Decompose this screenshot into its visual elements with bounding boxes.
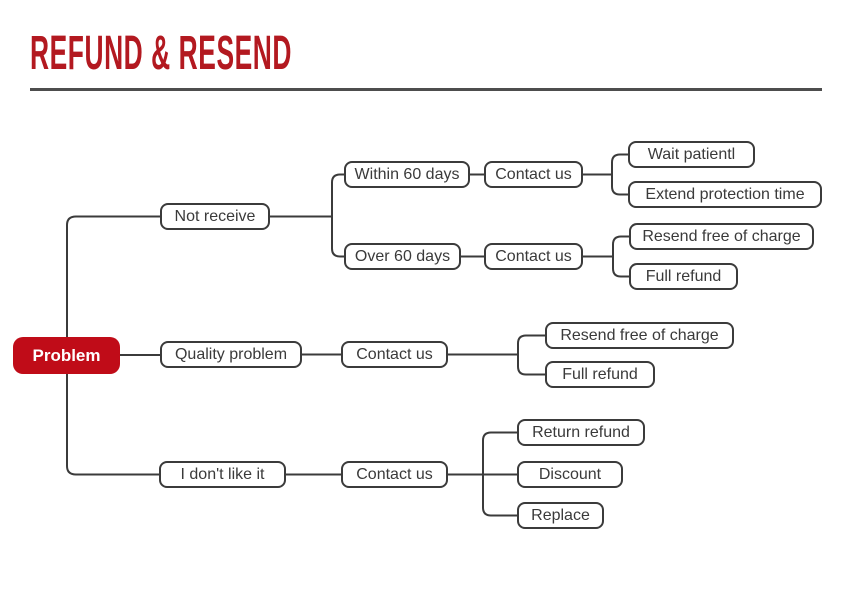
node-replace: Replace (517, 502, 604, 529)
node-quality-problem: Quality problem (160, 341, 302, 368)
node-contact-us-quality: Contact us (341, 341, 448, 368)
connector-notreceive-bracket (331, 173, 344, 258)
title-divider (30, 88, 822, 91)
node-within-60-days: Within 60 days (344, 161, 470, 188)
node-full-refund-quality: Full refund (545, 361, 655, 388)
connector-contact2-bracket (612, 235, 629, 278)
node-discount: Discount (517, 461, 623, 488)
node-i-dont-like-it: I don't like it (159, 461, 286, 488)
node-over-60-days: Over 60 days (344, 243, 461, 270)
node-full-refund-over: Full refund (629, 263, 738, 290)
node-not-receive: Not receive (160, 203, 270, 230)
node-contact-us-over: Contact us (484, 243, 583, 270)
connector-contact1-bracket (611, 153, 628, 196)
node-wait-patientl: Wait patientl (628, 141, 755, 168)
connector-contact3-bracket (517, 334, 545, 376)
node-resend-free-of-charge-over: Resend free of charge (629, 223, 814, 250)
node-contact-us-dontlike: Contact us (341, 461, 448, 488)
node-resend-free-of-charge-quality: Resend free of charge (545, 322, 734, 349)
node-return-refund: Return refund (517, 419, 645, 446)
node-contact-us-within: Contact us (484, 161, 583, 188)
page-title: REFUND & RESEND (30, 27, 293, 80)
node-problem: Problem (13, 337, 120, 374)
connector-contact4-bracket (482, 431, 517, 517)
node-extend-protection-time: Extend protection time (628, 181, 822, 208)
